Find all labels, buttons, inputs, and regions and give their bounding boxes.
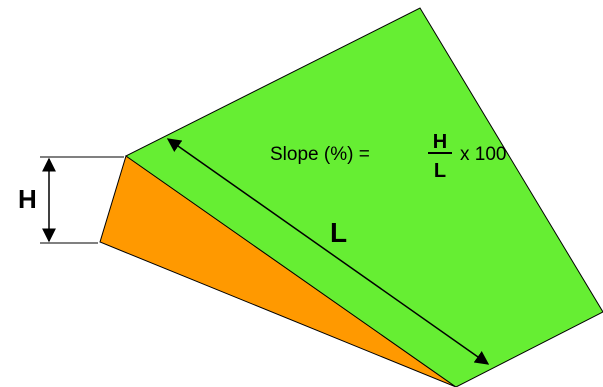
formula-denominator: L <box>434 160 446 182</box>
formula-lhs: Slope (%) = <box>270 144 370 165</box>
height-label: H <box>18 184 37 214</box>
length-label: L <box>330 217 347 248</box>
formula-multiplier: x 100 <box>460 144 506 165</box>
formula-numerator: H <box>433 131 447 153</box>
length-dimension-arrow <box>166 138 490 365</box>
